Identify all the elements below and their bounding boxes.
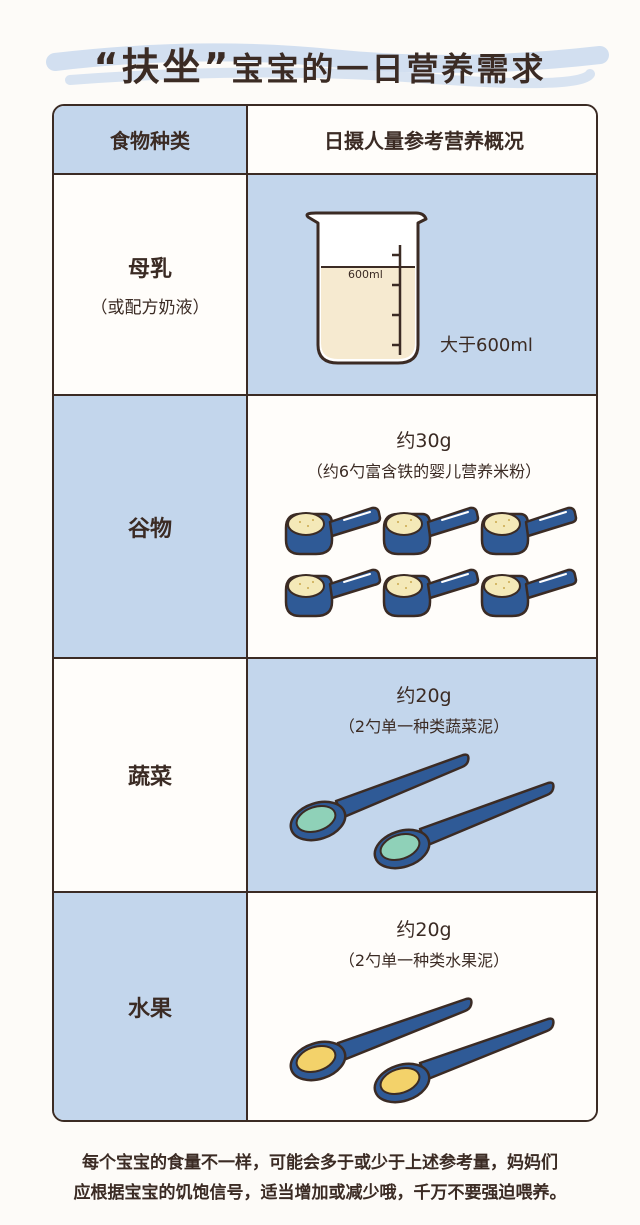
- grain-scoops-illustration: [284, 506, 578, 618]
- row-veg-amount: 约20g （2勺单一种类蔬菜泥）: [248, 659, 596, 891]
- column-divider: [246, 106, 248, 1120]
- milk-amount: 大于600ml: [440, 335, 533, 356]
- beaker-illustration: 600ml 大于600ml: [305, 211, 533, 365]
- footer-line-2: 应根据宝宝的饥饱信号，适当增加或减少哦，千万不要强迫喂养。: [73, 1183, 567, 1203]
- row-divider: [54, 394, 596, 396]
- food-name-fruit: 水果: [127, 996, 172, 1022]
- veg-amount: 约20g: [396, 685, 452, 707]
- veg-spoon-1: [289, 753, 470, 842]
- header-col1-label: 食物种类: [110, 129, 190, 153]
- footer-note: 每个宝宝的食量不一样，可能会多于或少于上述参考量，妈妈们 应根据宝宝的饥饱信号，…: [0, 1148, 640, 1208]
- veg-spoons-illustration: [289, 753, 555, 870]
- veg-desc: （2勺单一种类蔬菜泥）: [338, 717, 510, 736]
- title-brush-decoration: [46, 43, 609, 89]
- fruit-spoon-1: [289, 997, 473, 1082]
- grain-amount: 约30g: [396, 430, 452, 452]
- row-veg-food: 蔬菜: [54, 659, 246, 891]
- grain-scoop-6: [480, 568, 578, 618]
- title-rest: 宝宝的一日营养需求: [231, 50, 547, 88]
- fruit-spoons-illustration: [289, 997, 555, 1104]
- row-milk-amount: 600ml 大于600ml: [248, 175, 596, 394]
- fruit-spoon-2: [373, 1017, 555, 1104]
- row-divider: [54, 657, 596, 659]
- grain-scoop-2: [382, 506, 480, 556]
- beaker-mark-label: 600ml: [348, 268, 383, 281]
- title-quote: “扶坐”: [93, 45, 232, 89]
- row-milk-food: 母乳 （或配方奶液）: [54, 175, 246, 394]
- footer-line-1: 每个宝宝的食量不一样，可能会多于或少于上述参考量，妈妈们: [82, 1153, 558, 1173]
- title-area: “扶坐”宝宝的一日营养需求: [0, 0, 640, 100]
- veg-spoon-2: [373, 781, 555, 870]
- row-fruit-amount: 约20g （2勺单一种类水果泥）: [248, 893, 596, 1120]
- food-name-grain: 谷物: [127, 516, 172, 542]
- food-name-veg: 蔬菜: [127, 765, 172, 790]
- nutrition-table: 食物种类 日摄人量参考营养概况 母乳 （或配方奶液） 600ml 大于600ml…: [52, 104, 598, 1122]
- food-sub-milk: （或配方奶液）: [90, 298, 210, 318]
- grain-scoop-3: [480, 506, 578, 556]
- header-food-type: 食物种类: [54, 106, 246, 173]
- row-grain-amount: 约30g （约6勺富含铁的婴儿营养米粉）: [248, 396, 596, 657]
- grain-desc: （约6勺富含铁的婴儿营养米粉）: [306, 462, 542, 481]
- row-grain-food: 谷物: [54, 396, 246, 657]
- food-name-milk: 母乳: [127, 257, 172, 282]
- header-col2-label: 日摄人量参考营养概况: [324, 129, 524, 153]
- row-divider: [54, 891, 596, 893]
- grain-scoop-4: [284, 568, 382, 618]
- grain-scoop-5: [382, 568, 480, 618]
- grain-scoop-1: [284, 506, 382, 556]
- row-fruit-food: 水果: [54, 893, 246, 1120]
- fruit-amount: 约20g: [396, 919, 452, 941]
- header-intake: 日摄人量参考营养概况: [248, 106, 596, 173]
- header-divider: [54, 173, 596, 175]
- fruit-desc: （2勺单一种类水果泥）: [338, 951, 510, 970]
- page-title: “扶坐”宝宝的一日营养需求: [0, 36, 640, 91]
